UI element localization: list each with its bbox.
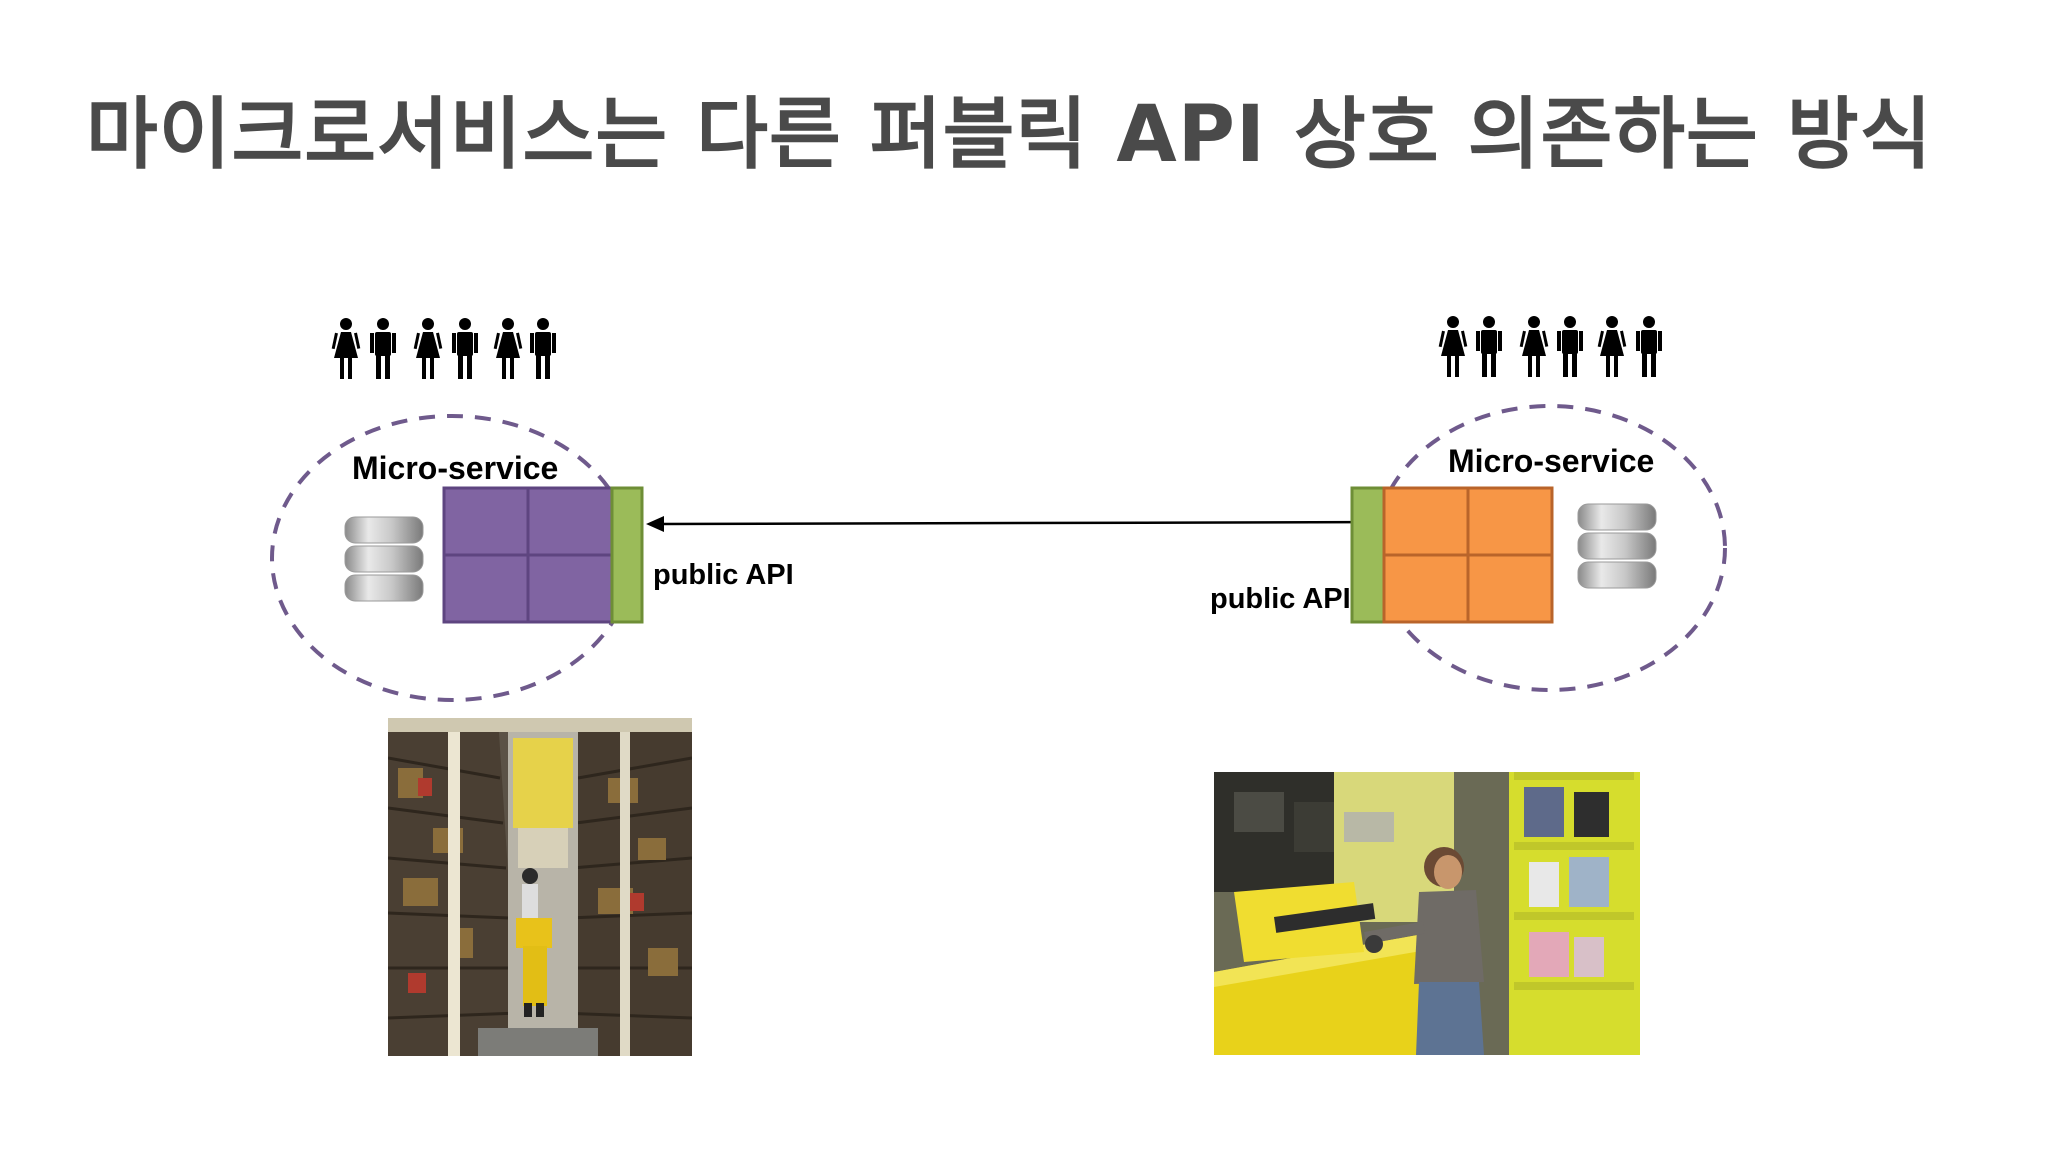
left-people-icon — [332, 318, 556, 379]
right-public-api-label: public API — [1210, 583, 1351, 615]
left-database-icon — [345, 517, 423, 601]
right-public-api-bar — [1352, 488, 1384, 622]
right-service-box — [1384, 488, 1552, 622]
right-people-icon — [1439, 316, 1662, 377]
warehouse-aisle-photo — [388, 718, 692, 1056]
right-database-icon — [1578, 504, 1656, 588]
dependency-arrow — [646, 516, 1413, 532]
right-service-label: Micro-service — [1448, 443, 1654, 479]
left-public-api-bar — [612, 488, 642, 622]
left-public-api-label: public API — [653, 559, 794, 591]
left-service-label: Micro-service — [352, 450, 558, 486]
warehouse-worker-photo — [1214, 772, 1640, 1055]
left-service-box — [444, 488, 612, 622]
